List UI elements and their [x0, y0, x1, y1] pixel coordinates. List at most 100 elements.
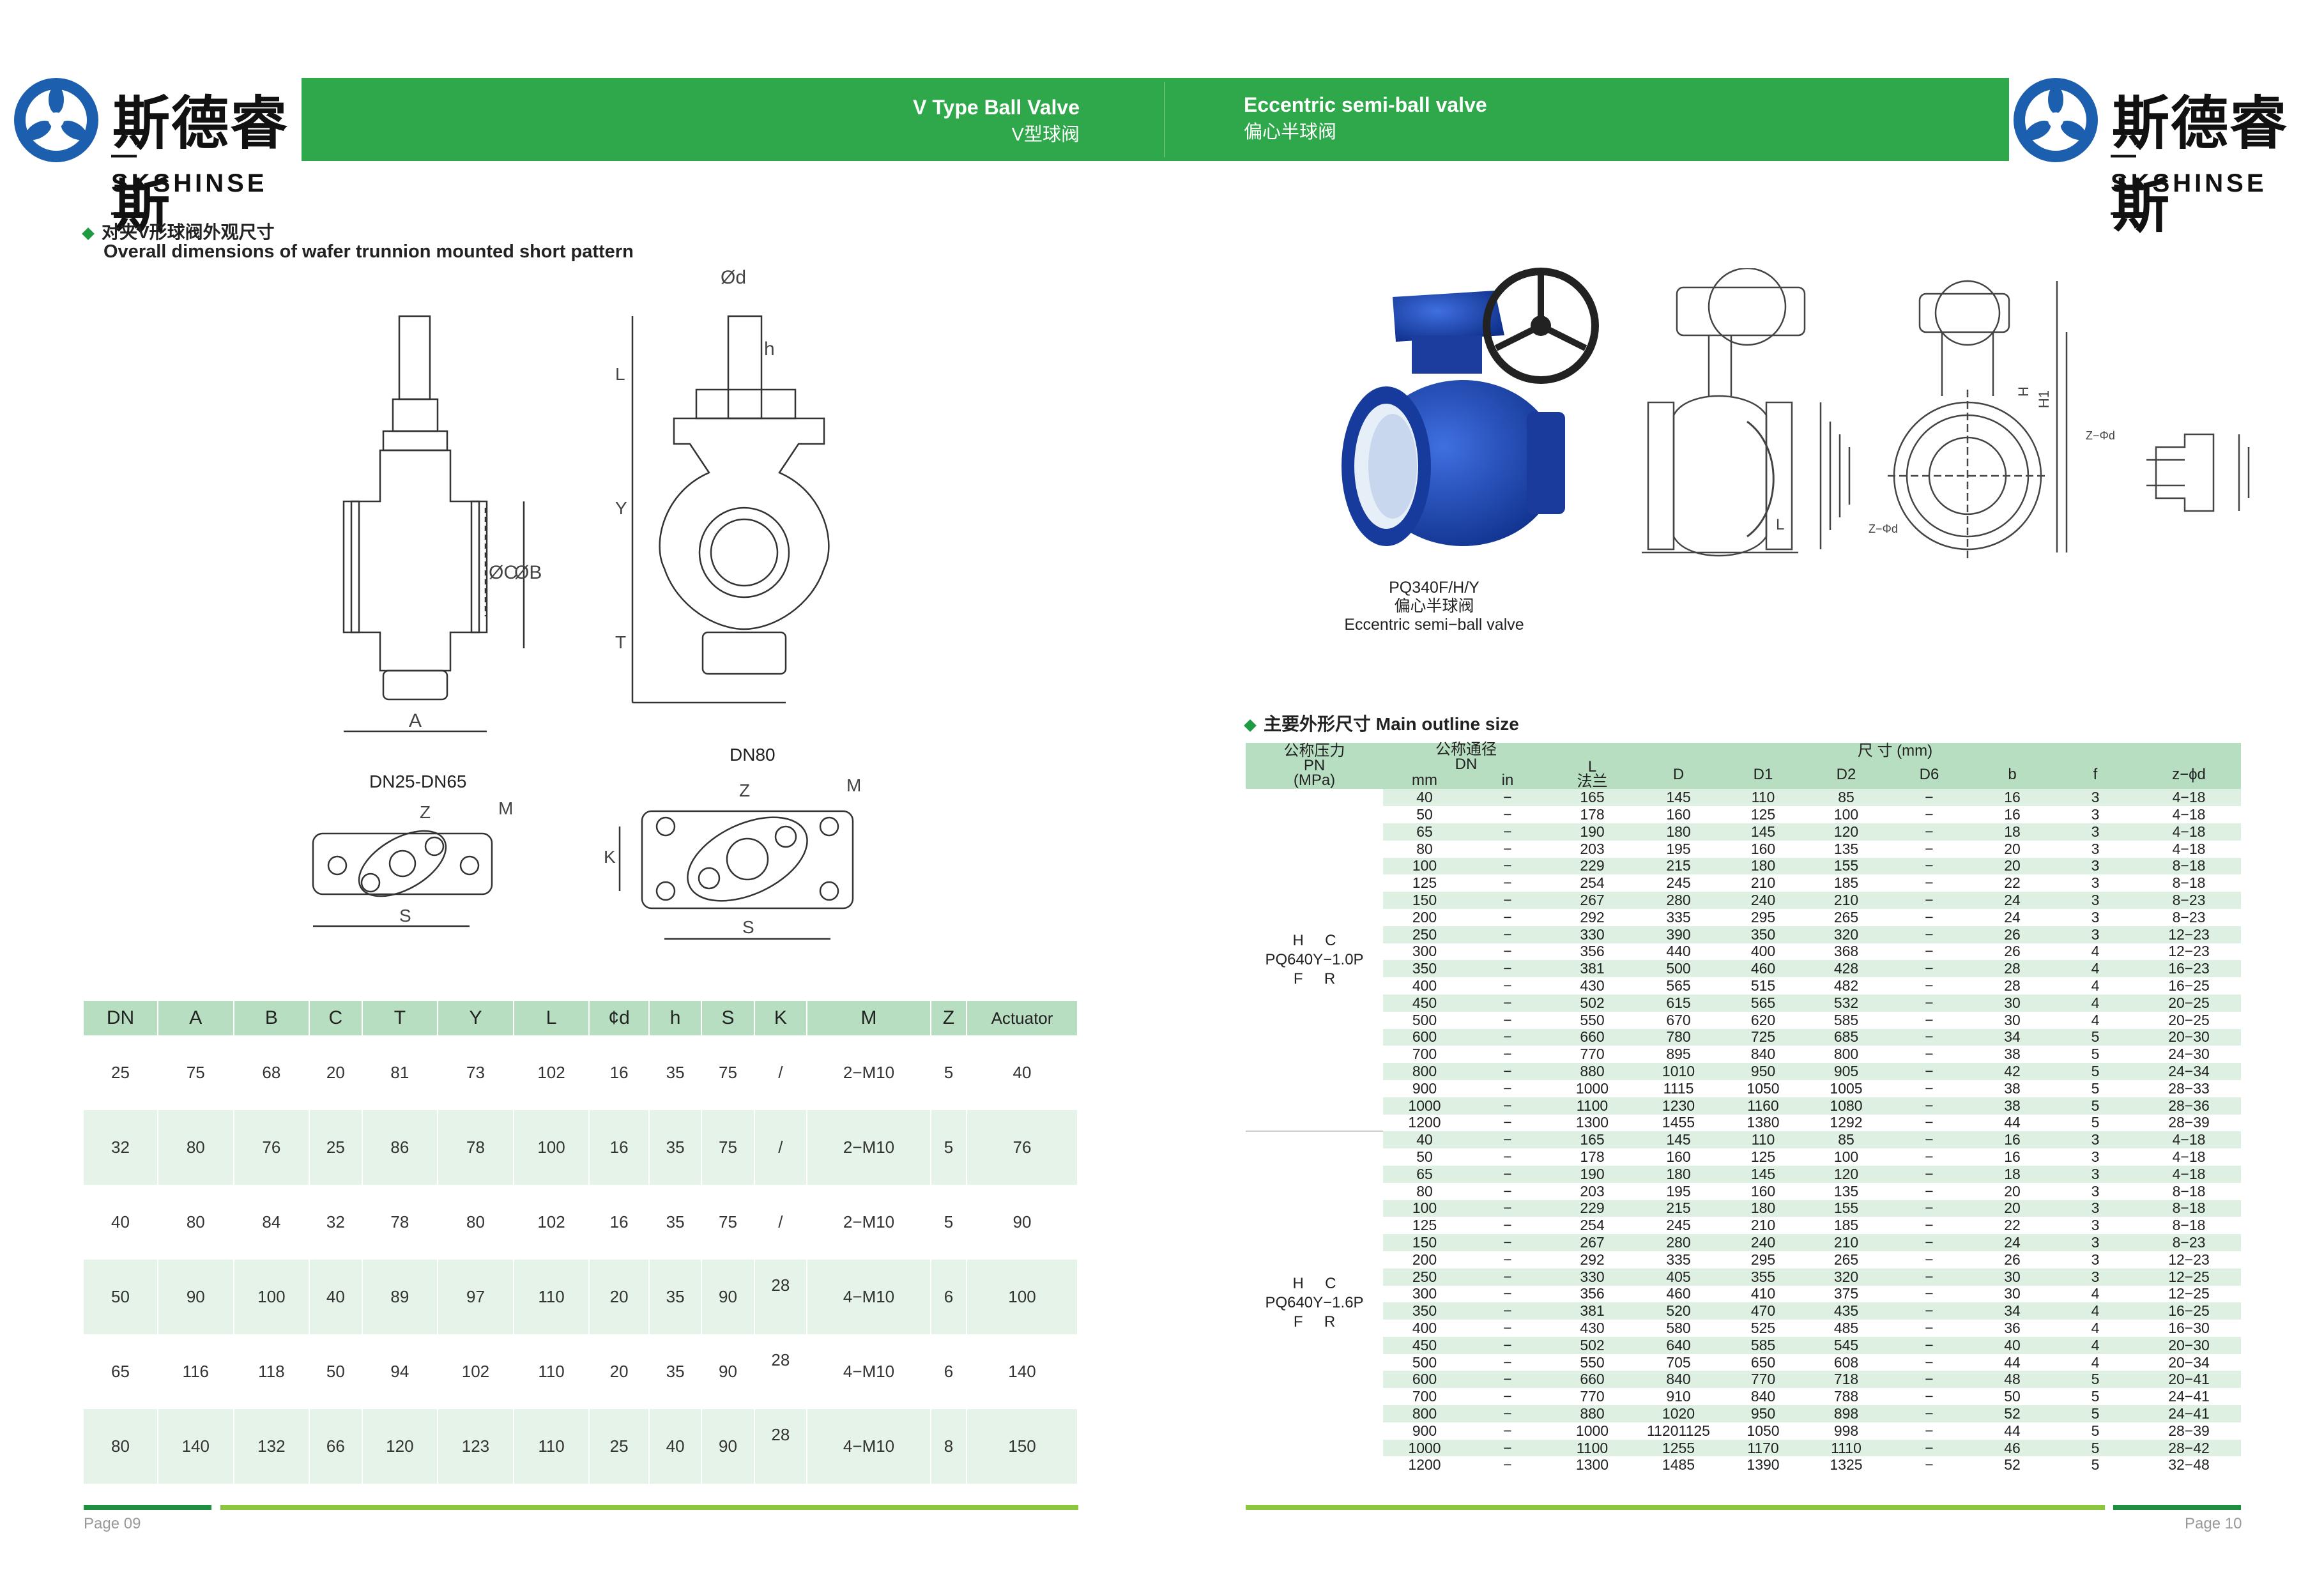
cell-value: 100	[257, 1287, 286, 1306]
cell-value: 78	[466, 1138, 485, 1157]
table-cell: −	[1925, 908, 1934, 926]
table-cell: 295	[1750, 908, 1776, 926]
table-cell: −	[1925, 1148, 1934, 1166]
table-cell: 150	[967, 1409, 1078, 1484]
table-cell: 905	[1805, 1063, 1888, 1080]
table-cell: 28	[754, 1334, 808, 1409]
table-cell: 20	[589, 1260, 650, 1334]
table-cell: −	[1888, 994, 1971, 1012]
cell-value: 140	[1008, 1362, 1036, 1381]
table-cell: 880	[1549, 1405, 1635, 1422]
page-number-right: Page 10	[2185, 1515, 2242, 1532]
cell-value: 76	[1013, 1138, 1032, 1157]
table-cell: 502	[1549, 1336, 1635, 1354]
table-cell: 28−42	[2137, 1439, 2241, 1457]
table-cell: 4−18	[2137, 1131, 2241, 1149]
bullet-icon	[82, 227, 95, 240]
table-cell: 265	[1833, 1251, 1859, 1268]
table-cell: 12−23	[2168, 1251, 2210, 1268]
table-cell: 5	[2091, 1388, 2100, 1405]
col-header: T	[362, 1001, 439, 1035]
table-cell: 38	[1971, 1097, 2054, 1115]
cell-value: 75	[186, 1063, 205, 1082]
table-cell: 8−18	[2172, 874, 2206, 892]
table-cell: 5	[2054, 1405, 2137, 1422]
table-cell: −	[1925, 840, 1934, 857]
cell-value: 75	[719, 1212, 737, 1231]
table-cell: 502	[1549, 994, 1635, 1012]
table-cell: 515	[1750, 977, 1776, 994]
table-cell: −	[1925, 1217, 1934, 1234]
page-number-left: Page 09	[84, 1515, 141, 1532]
table-cell: 550	[1580, 1353, 1605, 1371]
label-A: A	[409, 710, 422, 731]
table-cell: 4−M10	[807, 1409, 932, 1484]
table-cell: 80	[1416, 840, 1433, 857]
table-cell: 52	[1971, 1405, 2054, 1422]
table-cell: 300	[1412, 943, 1437, 960]
table-cell: 1000	[1383, 1097, 1466, 1115]
table-cell: 145	[1635, 1131, 1722, 1149]
table-cell: 8−18	[2137, 857, 2241, 875]
table-cell: 660	[1549, 1371, 1635, 1389]
table-cell: 135	[1833, 840, 1859, 857]
col-header: DN	[84, 1001, 158, 1035]
cell-value: 102	[537, 1063, 565, 1082]
table-cell: 381	[1549, 960, 1635, 978]
table-cell: 50	[309, 1334, 363, 1409]
table-cell: 140	[967, 1334, 1078, 1409]
cell-value: 90	[719, 1362, 737, 1381]
table-cell: −	[1503, 1285, 1512, 1302]
table-cell: 1020	[1635, 1405, 1722, 1422]
label-B: ØB	[514, 562, 542, 583]
table-cell: 203	[1580, 840, 1605, 857]
table-cell: 4−M10	[807, 1334, 932, 1409]
table-cell: 24−41	[2137, 1405, 2241, 1422]
col-header-D6: D6	[1888, 759, 1971, 789]
cell-value: 120	[386, 1436, 414, 1456]
table-cell: 450	[1383, 1336, 1466, 1354]
table-cell: 4−18	[2172, 840, 2206, 857]
table-cell: −	[1925, 806, 1934, 823]
table-cell: 90	[701, 1260, 755, 1334]
table-cell: 1050	[1747, 1422, 1780, 1439]
cell-value: 5	[944, 1212, 954, 1231]
valve-product-photo	[1342, 268, 1599, 546]
table-cell: 16	[2004, 1148, 2021, 1166]
table-cell: 97	[438, 1260, 514, 1334]
cell-value: 65	[111, 1362, 130, 1381]
table-cell: 532	[1805, 994, 1888, 1012]
table-cell: 898	[1805, 1405, 1888, 1422]
table-cell: 1000	[1575, 1422, 1609, 1439]
table-cell: 4	[2091, 1319, 2100, 1336]
table-cell: 160	[1750, 840, 1776, 857]
table-cell: 30	[2004, 1285, 2021, 1302]
table-cell: −	[1503, 1388, 1512, 1405]
table-cell: 195	[1666, 1182, 1691, 1200]
table-cell: 5	[2091, 1422, 2100, 1439]
header-banner	[302, 78, 2009, 161]
table-cell: 5	[931, 1110, 967, 1185]
table-cell: −	[1925, 1353, 1934, 1371]
table-cell: 3	[2054, 857, 2137, 875]
table-cell: 36	[2004, 1319, 2021, 1336]
table-cell: /	[754, 1110, 808, 1185]
table-cell: 80	[1416, 1182, 1433, 1200]
col-header-in: in	[1466, 772, 1549, 789]
brand-latin: — SKSHINSE —	[111, 141, 268, 226]
col-header-f: f	[2054, 759, 2137, 789]
table-cell: 460	[1722, 960, 1805, 978]
table-cell: 550	[1580, 1011, 1605, 1028]
cell-value: 90	[719, 1287, 737, 1306]
table-cell: 85	[1805, 1131, 1888, 1149]
table-cell: 565	[1666, 977, 1691, 994]
table-cell: 160	[1666, 806, 1691, 823]
table-cell: 1255	[1635, 1439, 1722, 1457]
table-cell: 1300	[1575, 1456, 1609, 1474]
cell-value: 110	[538, 1436, 565, 1456]
